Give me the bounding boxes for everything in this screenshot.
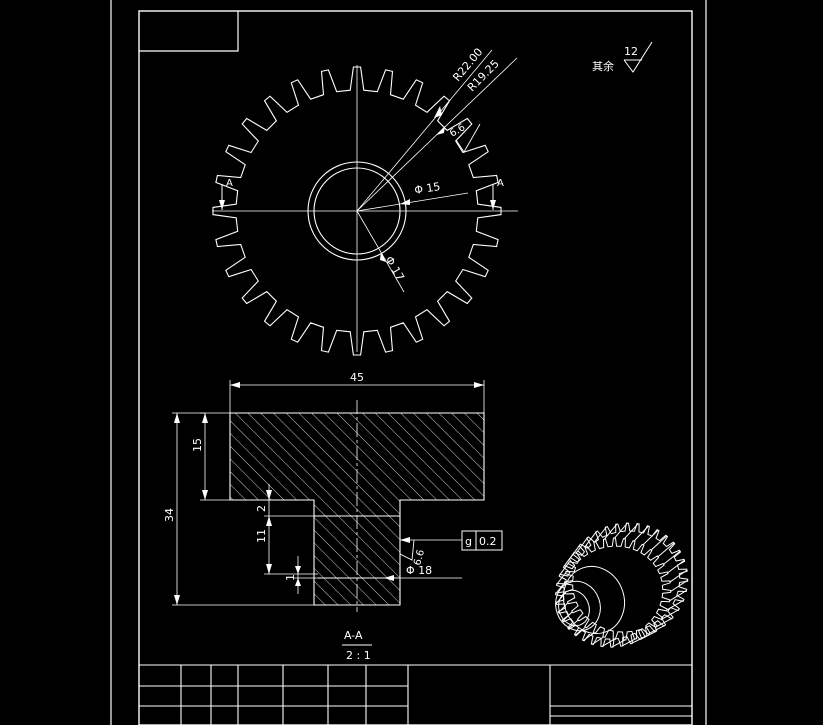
hub-diameter-label: Φ 18 [406, 564, 432, 577]
iso-tooth-edge [614, 522, 628, 539]
iso-tooth-edge [669, 569, 688, 583]
iso-tooth-edge [583, 632, 595, 641]
iso-tooth-edge [621, 638, 636, 647]
flange-arrow-top [202, 413, 208, 423]
surface-finish-value: 12 [624, 45, 638, 58]
iso-tooth-edge [670, 579, 688, 592]
iso-tooth-edge [663, 550, 681, 565]
flange-arrow-bottom [202, 490, 208, 500]
bore-arrow [400, 199, 410, 205]
surface-finish-note: 其余 12 [592, 41, 653, 73]
iso-tooth-edge [592, 636, 605, 645]
iso-tooth-edge [648, 625, 665, 634]
iso-tooth-edge [569, 544, 581, 559]
iso-tooth-edge [633, 525, 649, 542]
hub-diameter-arrow [384, 575, 394, 581]
iso-tooth-edge [666, 599, 684, 611]
tolerance-arrow [400, 537, 410, 543]
section-scale: 2 : 1 [346, 649, 371, 662]
iso-tooth-edge [576, 537, 588, 553]
section-view: 45 15 34 2 11 1 Φ 18 [163, 371, 503, 662]
iso-tooth-edge [624, 523, 639, 540]
gap-arrow-bottom [295, 578, 301, 586]
iso-tooth-edge [562, 611, 573, 622]
keyway-leader [356, 210, 405, 293]
iso-gear-teeth [555, 522, 688, 648]
hub-roughness-label: 6.6 [412, 549, 427, 567]
roughness-symbol-tooth [455, 123, 481, 153]
step-arrow-bottom [266, 516, 272, 526]
hub-arrow-bottom [266, 564, 272, 574]
section-mark-right: A [497, 178, 504, 189]
radius-leader-outer [356, 49, 493, 212]
iso-tooth-edge [558, 602, 569, 613]
surface-finish-rest-label: 其余 [592, 59, 614, 73]
iso-tooth-edge [604, 523, 618, 540]
width-arrow-left [230, 382, 240, 388]
tolerance-frame [461, 530, 503, 551]
tolerance-symbol: g [465, 535, 472, 548]
bore-diameter-label: Φ 15 [413, 180, 441, 197]
iso-tooth-edge [555, 582, 565, 595]
iso-tooth-edge [611, 639, 626, 648]
iso-tooth-edge [631, 635, 647, 644]
hub-length-label: 11 [255, 529, 268, 543]
iso-tooth-edge [642, 529, 659, 546]
hub-roughness-symbol [399, 539, 415, 561]
gear-front-view: R22.00 R19.25 Φ 15 Φ 17 6.6 A A [212, 46, 518, 356]
iso-tooth-edge [585, 531, 597, 547]
gear-3d-icon [555, 522, 689, 648]
total-height-label: 34 [163, 508, 176, 522]
iso-tooth-edge [601, 638, 615, 647]
bore-leader [356, 192, 469, 212]
keyway-arrow [380, 252, 386, 262]
radius-arrow-pitch [436, 126, 445, 135]
iso-gear-front-face [555, 537, 672, 648]
iso-tooth-edge [667, 559, 685, 574]
hub-outer-circle [307, 161, 407, 261]
width-arrow-right [474, 382, 484, 388]
iso-hub-ring [563, 565, 625, 635]
iso-tooth-edge [657, 542, 675, 557]
title-block [139, 664, 692, 725]
section-arrow-left [219, 200, 225, 210]
iso-shaft-inner [558, 589, 590, 627]
iso-tooth-edge [556, 572, 567, 585]
radius-arrow-outer [434, 106, 442, 118]
width-label: 45 [350, 371, 364, 384]
iso-tooth-edge [594, 526, 607, 543]
tooth-roughness-label: 6.6 [448, 122, 467, 139]
gear-outline [212, 66, 502, 356]
section-arrow-right [490, 200, 496, 210]
iso-tooth-edge [650, 535, 668, 551]
section-title: A-A [344, 629, 363, 642]
tolerance-value: 0.2 [479, 535, 497, 548]
iso-tooth-edge [656, 617, 673, 628]
iso-tooth-edge [669, 589, 687, 602]
step-arrow-top [266, 490, 272, 500]
iso-gear-back-face [564, 522, 689, 641]
sheet-frame [110, 0, 707, 725]
keyway-label: Φ 17 [382, 254, 406, 283]
section-mark-left: A [226, 178, 233, 189]
flange-height-label: 15 [191, 438, 204, 452]
bore-circle [313, 167, 401, 255]
step-label: 2 [255, 505, 268, 512]
iso-shaft-face [555, 580, 601, 632]
iso-tooth-edge [567, 619, 579, 630]
gap-arrow-top [295, 566, 301, 574]
surface-finish-symbol [623, 41, 653, 73]
total-arrow-top [174, 413, 180, 423]
iso-tooth-edge [559, 562, 570, 576]
gap-label: 1 [284, 574, 297, 581]
iso-tooth-edge [662, 609, 680, 620]
total-arrow-bottom [174, 595, 180, 605]
